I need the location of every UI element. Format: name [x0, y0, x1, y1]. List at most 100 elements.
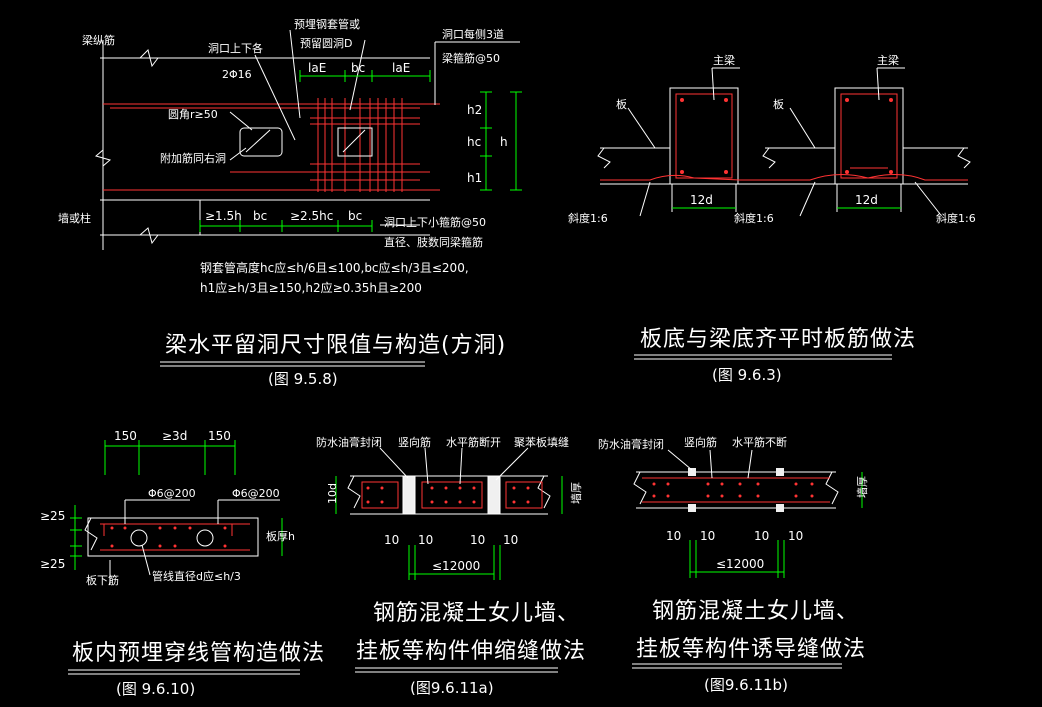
label-slab-1: 板: [616, 97, 627, 111]
break-mark: [633, 471, 647, 505]
title-fig-958: 梁水平留洞尺寸限值与构造(方洞): [165, 333, 506, 358]
label-slope-2: 斜度1:6: [734, 211, 774, 225]
slab-lines: [597, 147, 971, 212]
slab-bar-2: [765, 174, 968, 181]
rebar-cage-2: [421, 481, 483, 509]
dim-bc-1: bc: [253, 209, 267, 223]
label-small-stirrup: 洞口上下小箍筋@50: [384, 215, 486, 229]
figure-9-6-11b: 防水油膏封闭 竖向筋 水平筋不断 墙厚 10 10 10 10 ≤12000 钢…: [598, 435, 869, 694]
label-embedded-sleeve: 预埋钢套管或: [294, 17, 360, 31]
figure-9-5-8: 梁纵筋 洞口上下各 2Φ16 预埋钢套管或 预留圆洞D 洞口每侧3道 梁箍筋@5…: [58, 17, 522, 388]
hole-diagonal: [342, 129, 366, 153]
break-mark: [139, 49, 159, 68]
dim-le12000-a: ≤12000: [432, 559, 480, 573]
label-corner-radius: 圆角r≥50: [168, 108, 218, 121]
groove-bottom-2: [776, 504, 784, 512]
label-waterproof-a: 防水油膏封闭: [316, 435, 382, 449]
main-beam-1: [669, 87, 739, 185]
label-foam-joint: 聚苯板填缝: [514, 435, 569, 449]
figure-9-6-11a: 防水油膏封闭 竖向筋 水平筋断开 聚苯板填缝 10d 墙厚 10 10 10 1…: [316, 435, 586, 697]
dim-ge25hc: ≥2.5hc: [290, 209, 333, 223]
rebar-cage-3: [505, 481, 543, 509]
label-horizontal-bar-a: 水平筋断开: [446, 435, 501, 449]
dim-150-1: 150: [114, 429, 137, 443]
title-fig-9610: 板内预埋穿线管构造做法: [72, 641, 325, 666]
label-vertical-bar-b: 竖向筋: [684, 435, 717, 449]
conduit-2: [196, 529, 214, 547]
leaders-963: [627, 67, 941, 217]
rebar-dots: [680, 98, 893, 174]
label-vertical-bar-a: 竖向筋: [398, 435, 431, 449]
beam-1-stirrup: [675, 93, 733, 179]
label-slope-1: 斜度1:6: [568, 211, 608, 225]
dim-ge3d: ≥3d: [162, 429, 187, 443]
ref-fig-9610: (图 9.6.10): [116, 680, 195, 698]
ref-fig-958: (图 9.5.8): [268, 370, 338, 388]
label-beam-stirrup-50: 梁箍筋@50: [442, 51, 500, 65]
dim-bc-2: bc: [348, 209, 362, 223]
break-mark: [537, 475, 551, 509]
dim-ge25-1: ≥25: [40, 509, 65, 523]
dim-le12000-b: ≤12000: [716, 557, 764, 571]
dim-ge25-2: ≥25: [40, 557, 65, 571]
title-fig-963: 板底与梁底齐平时板筋做法: [640, 327, 916, 352]
dim-10-b1: 10: [666, 529, 681, 543]
slab-bar-1: [600, 174, 770, 181]
dim-laE-1: laE: [308, 61, 326, 75]
leaders-9611a: [379, 447, 529, 485]
conduit-1: [130, 529, 148, 547]
dim-hc: hc: [467, 135, 481, 149]
label-hole-top-bottom: 洞口上下各: [208, 41, 263, 55]
bar-dots: [652, 482, 814, 498]
dim-lines-9611b: [689, 472, 863, 578]
title-fig-9611b-2: 挂板等构件诱导缝做法: [636, 637, 866, 662]
label-extra-bar: 附加筋同右洞: [160, 151, 226, 165]
label-main-beam-1: 主梁: [713, 53, 735, 67]
dim-12d-2: 12d: [855, 193, 878, 207]
dim-10-a1: 10: [384, 533, 399, 547]
dim-12d-1: 12d: [690, 193, 713, 207]
break-mark: [825, 471, 839, 505]
figure-9-6-10: 150 ≥3d 150 ≥25 ≥25 Φ6@200 Φ6@200 管线直径d应…: [40, 429, 325, 698]
dim-10-a3: 10: [470, 533, 485, 547]
title-fig-9611a-2: 挂板等构件伸缩缝做法: [356, 639, 586, 664]
joint-filler-1: [402, 475, 416, 515]
label-waterproof-b: 防水油膏封闭: [598, 437, 664, 451]
label-stirrups-each-side: 洞口每侧3道: [442, 27, 504, 41]
label-beam-rebar: 梁纵筋: [82, 33, 115, 47]
stirrup-group: [310, 98, 420, 192]
right-hole: [337, 127, 373, 157]
label-bar-2d16: 2Φ16: [222, 68, 252, 81]
bar-dots: [366, 486, 530, 504]
label-slab-2: 板: [773, 97, 784, 111]
label-column-edge: 墙或柱: [58, 211, 91, 225]
main-beam-2: [834, 87, 904, 185]
dim-h1: h1: [467, 171, 482, 185]
groove-bottom-1: [688, 504, 696, 512]
label-slope-3: 斜度1:6: [936, 211, 976, 225]
dim-lines-9611a: [335, 476, 563, 580]
label-slab-bottom: 板下筋: [86, 573, 119, 587]
title-fig-9611b-1: 钢筋混凝土女儿墙、: [652, 599, 859, 624]
leader-lines: [229, 29, 520, 226]
label-wall-thick-a: 墙厚: [569, 482, 583, 504]
dim-ge15h: ≥1.5h: [205, 209, 242, 223]
beam-2-stirrup: [840, 93, 898, 179]
dim-laE-2: laE: [392, 61, 410, 75]
label-10d: 10d: [326, 483, 339, 504]
dim-10-b3: 10: [754, 529, 769, 543]
groove-top-1: [688, 468, 696, 476]
dim-150-2: 150: [208, 429, 231, 443]
hole-diagonal: [245, 129, 271, 153]
dim-10-b4: 10: [788, 529, 803, 543]
ref-fig-963: (图 9.6.3): [712, 366, 782, 384]
ref-fig-9611b: (图9.6.11b): [704, 676, 788, 694]
note-line-1: 钢套管高度hc应≤h/6且≤100,bc应≤h/3且≤200,: [200, 260, 469, 275]
groove-top-2: [776, 468, 784, 476]
note-line-2: h1应≥h/3且≥150,h2应≥0.35h且≥200: [200, 280, 422, 295]
dim-10-a4: 10: [503, 533, 518, 547]
rebar-cage-1: [361, 481, 399, 509]
label-slab-thick: 板厚h: [266, 529, 295, 543]
label-small-stirrup-2: 直径、肢数同梁箍筋: [384, 235, 483, 249]
